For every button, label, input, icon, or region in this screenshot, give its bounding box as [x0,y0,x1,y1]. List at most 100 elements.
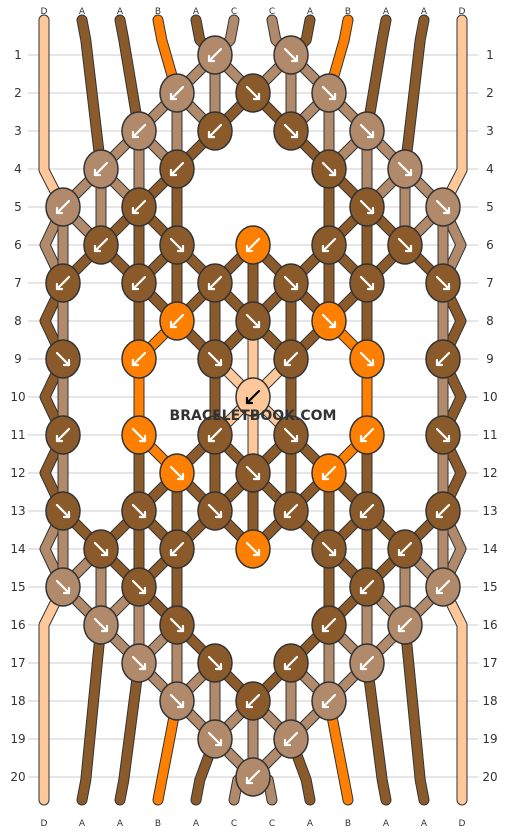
row-label-left: 4 [14,162,22,176]
arrow-down-right-icon [131,427,147,443]
arrow-down-right-icon [245,541,261,557]
string-label-bottom: B [345,819,351,829]
string-label-bottom: D [41,819,48,829]
arrow-down-right-icon [131,503,147,519]
arrow-down-left-icon [131,275,147,291]
arrow-down-right-icon [131,655,147,671]
string-end-top [438,15,467,212]
arrow-head-icon [366,206,375,215]
string-end-bottom [115,658,144,805]
row-label-right: 16 [482,618,497,632]
row-label-left: 16 [10,618,25,632]
arrow-head-icon [207,434,216,443]
arrow-head-icon [138,586,147,595]
arrow-head-icon [176,700,185,709]
arrow-down-left-icon [169,85,185,101]
row-label-left: 3 [14,124,22,138]
string-end-top [39,15,68,212]
row-label-right: 9 [486,352,494,366]
row-label-left: 19 [10,732,25,746]
string-end-top [77,15,106,174]
arrow-down-left-icon [93,161,109,177]
string-end-bottom [438,582,467,805]
arrow-head-icon [62,510,71,519]
row-label-left: 20 [10,770,25,784]
arrow-head-icon [169,548,178,557]
arrow-head-icon [328,92,337,101]
arrow-head-icon [214,738,223,747]
arrow-head-icon [62,586,71,595]
arrow-head-icon [252,92,261,101]
row-label-right: 18 [482,694,497,708]
arrow-head-icon [359,662,368,671]
arrow-head-icon [435,586,444,595]
arrow-down-right-icon [321,161,337,177]
string-end-bottom [362,658,391,805]
arrow-down-right-icon [359,123,375,139]
row-label-right: 3 [486,124,494,138]
arrow-head-icon [290,130,299,139]
arrow-head-icon [404,244,413,253]
arrow-down-left-icon [207,123,223,139]
row-label-right: 1 [486,48,494,62]
string-label-top: A [117,7,124,17]
arrow-down-left-icon [359,503,375,519]
arrow-down-left-icon [435,579,451,595]
arrow-head-icon [245,700,254,709]
arrow-down-right-icon [207,731,223,747]
string-end-top [115,15,144,136]
arrow-down-right-icon [55,579,71,595]
arrow-down-right-icon [359,351,375,367]
arrow-head-icon [435,358,444,367]
arrow-down-left-icon [435,351,451,367]
arrow-head-icon [55,206,64,215]
row-label-right: 5 [486,200,494,214]
arrow-head-icon [366,358,375,367]
arrow-head-icon [359,510,368,519]
row-label-right: 10 [482,390,497,404]
arrow-head-icon [252,472,261,481]
arrow-head-icon [321,624,330,633]
arrow-down-right-icon [131,579,147,595]
arrow-down-right-icon [207,351,223,367]
arrow-down-right-icon [359,199,375,215]
arrow-head-icon [169,92,178,101]
arrow-down-right-icon [321,85,337,101]
arrow-down-left-icon [169,313,185,329]
string-label-bottom: B [155,819,161,829]
arrow-head-icon [169,168,178,177]
arrow-head-icon [290,54,299,63]
row-label-right: 19 [482,732,497,746]
arrow-down-right-icon [169,465,185,481]
arrow-down-right-icon [55,351,71,367]
row-label-left: 13 [10,504,25,518]
arrow-down-right-icon [283,47,299,63]
arrow-down-right-icon [245,85,261,101]
arrow-head-icon [245,776,254,785]
arrow-head-icon [55,282,64,291]
arrow-head-icon [176,472,185,481]
arrow-head-icon [245,396,254,405]
arrow-down-right-icon [397,237,413,253]
string-end-top [400,15,429,174]
arrow-head-icon [131,130,140,139]
string-end-bottom [153,696,182,805]
row-label-right: 2 [486,86,494,100]
arrow-down-left-icon [359,579,375,595]
arrow-head-icon [397,548,406,557]
row-label-right: 17 [482,656,497,670]
arrow-down-left-icon [321,693,337,709]
arrow-down-right-icon [359,275,375,291]
arrow-head-icon [442,434,451,443]
row-label-left: 5 [14,200,22,214]
arrow-down-right-icon [321,313,337,329]
arrow-down-left-icon [359,427,375,443]
arrow-head-icon [397,624,406,633]
row-label-right: 13 [482,504,497,518]
string-label-top: A [421,7,428,17]
row-label-right: 6 [486,238,494,252]
string-label-bottom: A [193,819,200,829]
row-label-right: 8 [486,314,494,328]
arrow-head-icon [328,548,337,557]
